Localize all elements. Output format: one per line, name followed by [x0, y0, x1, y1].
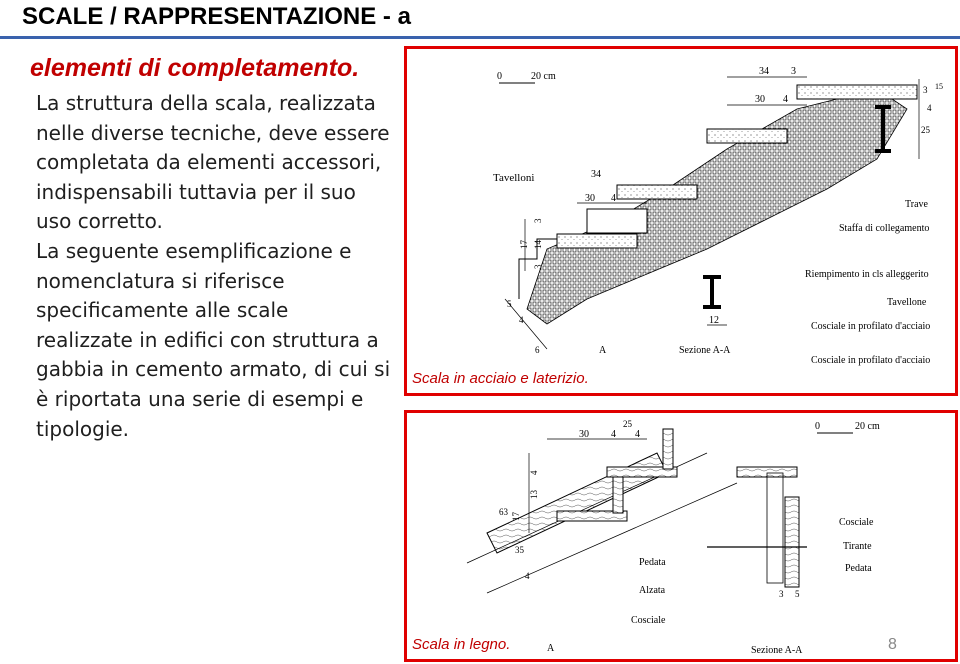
dim-4-mid: 4: [611, 193, 616, 204]
body-text: La struttura della scala, realizzata nel…: [36, 89, 391, 444]
steel-beam-section-bottom: [703, 275, 721, 309]
dim-30: 30: [579, 429, 589, 440]
dim-4d: 4: [525, 571, 530, 581]
dim-25-right: 25: [921, 125, 931, 135]
dim-4-top: 4: [783, 94, 788, 105]
dim-4b: 4: [635, 429, 640, 440]
steel-stair-figure-frame: 0 20 cm 34 3 30 4 3 15 4 25: [404, 46, 958, 396]
wood-stair-figure-frame: 0 20 cm 30 4 25 4 4 13 17 63 35 4 3 5: [404, 410, 958, 662]
dim-3-left: 3: [533, 218, 543, 223]
dim-15-right: 15: [935, 82, 943, 91]
dim-35: 35: [515, 545, 525, 555]
label-pedata-a: Pedata: [845, 563, 872, 574]
wood-riser-2: [662, 428, 674, 470]
wood-riser-1: [612, 472, 624, 514]
wood-stair-drawing: 0 20 cm 30 4 25 4 4 13 17 63 35 4 3 5: [466, 419, 880, 656]
dim-17-left: 17: [519, 240, 529, 250]
dim-5-diag: 5: [507, 299, 512, 309]
dim-6-diag: 6: [535, 345, 540, 355]
dim-12: 12: [709, 315, 719, 326]
title-bar: SCALE / RAPPRESENTAZIONE - a: [0, 0, 960, 36]
page-number: 8: [888, 636, 897, 653]
label-cosciale-2: Cosciale in profilato d'acciaio: [811, 355, 930, 366]
wood-tread-2: [606, 466, 678, 478]
dim-25: 25: [623, 419, 633, 429]
scale-zero: 0: [497, 71, 502, 82]
dim-34-mid: 34: [591, 169, 601, 180]
dim-14-left: 14: [533, 240, 543, 250]
tread-upper-2: [706, 128, 788, 144]
dim-3-left-low: 3: [533, 264, 543, 269]
dim-3-top: 3: [791, 66, 796, 77]
tread-lower: [556, 233, 638, 249]
label-cosciale-1: Cosciale in profilato d'acciaio: [811, 321, 930, 332]
label-cosciale-b: Cosciale: [631, 615, 666, 626]
wood-stair-caption: Scala in legno.: [412, 636, 511, 653]
slide-title: SCALE / RAPPRESENTAZIONE - a: [22, 3, 411, 30]
paragraph-structure: La struttura della scala, realizzata nel…: [36, 91, 390, 234]
dim-4c: 4: [529, 470, 539, 475]
label-a-mark: A: [599, 345, 607, 356]
dim-34-top: 34: [759, 66, 769, 77]
steel-beam-section-top: [875, 105, 891, 153]
dim-63: 63: [499, 507, 509, 517]
bottom-steps-outline: [518, 238, 557, 299]
label-trave: Trave: [905, 199, 929, 210]
title-divider: [0, 36, 960, 39]
dim-3: 3: [779, 589, 784, 599]
slide-subtitle: elementi di completamento.: [30, 54, 360, 82]
steel-stair-drawing: 0 20 cm 34 3 30 4 3 15 4 25: [493, 66, 943, 366]
wood-tread-1: [556, 510, 628, 522]
label-staffa: Staffa di collegamento: [839, 223, 929, 234]
tread-top: [796, 84, 918, 100]
dim-30-mid: 30: [585, 193, 595, 204]
dim-5: 5: [795, 589, 800, 599]
scale-twenty-cm: 20 cm: [855, 421, 880, 432]
label-pedata-b: Pedata: [639, 557, 666, 568]
label-tavelloni: Tavelloni: [493, 172, 534, 184]
label-sezione: Sezione A-A: [751, 645, 803, 656]
label-sezione: Sezione A-A: [679, 345, 731, 356]
dim-13: 13: [529, 490, 539, 500]
label-riempimento: Riempimento in cls alleggerito: [805, 269, 929, 280]
landing-slab: [586, 208, 648, 234]
dim-30-top: 30: [755, 94, 765, 105]
dim-3-right: 3: [923, 85, 928, 95]
dim-4-diag: 4: [519, 315, 524, 325]
brick-infill-slab: [526, 88, 908, 325]
label-tirante: Tirante: [843, 541, 872, 552]
label-cosciale-a: Cosciale: [839, 517, 874, 528]
scale-twenty-cm: 20 cm: [531, 71, 556, 82]
paragraph-nomenclature: La seguente esemplificazione e nomenclat…: [36, 238, 391, 441]
label-alzata: Alzata: [639, 585, 666, 596]
label-tavellone: Tavellone: [887, 297, 927, 308]
tread-upper-1: [616, 184, 698, 200]
label-a-mark: A: [547, 643, 555, 654]
section-stringer: [784, 496, 800, 588]
dim-4-right: 4: [927, 103, 932, 113]
dim-17: 17: [511, 512, 521, 522]
steel-stair-caption: Scala in acciaio e laterizio.: [412, 370, 589, 387]
scale-zero: 0: [815, 421, 820, 432]
dim-4a: 4: [611, 429, 616, 440]
